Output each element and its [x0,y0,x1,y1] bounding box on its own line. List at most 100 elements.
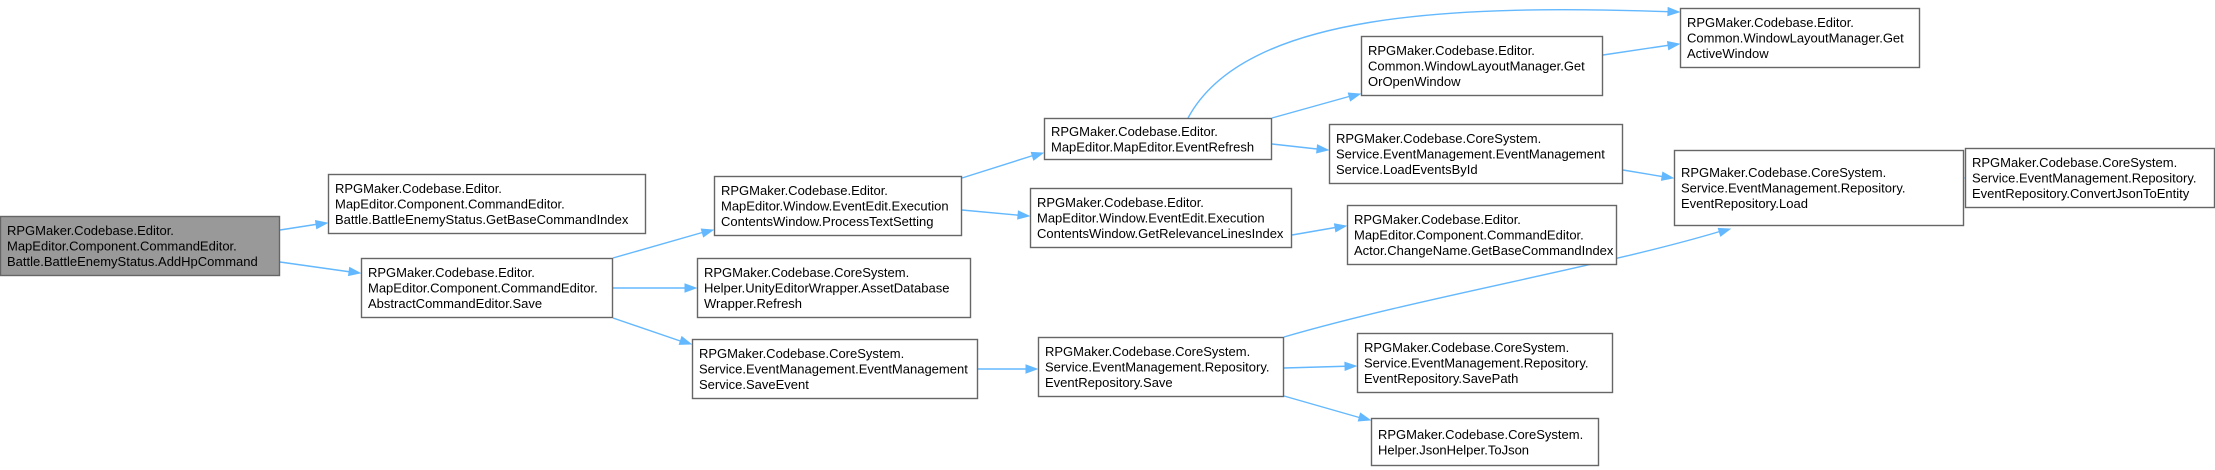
node-box [1328,123,1624,185]
arrowhead [1717,227,1732,237]
graph-node-n13[interactable]: RPGMaker.Codebase.CoreSystem.Helper.Json… [1370,417,1600,467]
node-box [1370,417,1600,467]
node-label-line: MapEditor.MapEditor.EventRefresh [1051,139,1254,154]
arrowhead [678,335,693,345]
node-box [1356,332,1614,394]
graph-node-n14[interactable]: RPGMaker.Codebase.Editor.Common.WindowLa… [1679,7,1921,69]
edge-line [1283,395,1369,421]
graph-node-n12[interactable]: RPGMaker.Codebase.CoreSystem.Service.Eve… [1356,332,1614,394]
node-box [1029,187,1293,249]
node-label-line: MapEditor.Window.EventEdit.Execution [721,199,949,214]
node-label-line: Battle.BattleEnemyStatus.GetBaseCommandI… [335,212,629,227]
node-label-line: MapEditor.Component.CommandEditor. [7,239,237,254]
graph-node-n15[interactable]: RPGMaker.Codebase.CoreSystem.Service.Eve… [1673,149,1965,227]
edge-line [1283,365,1355,369]
node-label-line: ContentsWindow.ProcessTextSetting [721,214,933,229]
graph-node-n10[interactable]: RPGMaker.Codebase.CoreSystem.Service.Eve… [1328,123,1624,185]
graph-node-n3[interactable]: RPGMaker.Codebase.Editor.MapEditor.Windo… [713,175,963,237]
node-label-line: MapEditor.Window.EventEdit.Execution [1037,211,1265,226]
node-box [1346,204,1618,266]
node-label-line: RPGMaker.Codebase.CoreSystem. [1972,155,2177,170]
node-box [1679,7,1921,69]
edge-n0-n1 [279,220,329,231]
edge-line [612,229,712,259]
edges-layer [279,6,1966,422]
node-box [713,175,963,237]
edge-n2-n4 [613,283,698,293]
node-label-line: RPGMaker.Codebase.Editor. [1354,212,1521,227]
node-box [1673,149,1965,227]
edge-line [1271,93,1359,119]
arrowhead [700,228,715,238]
node-box [1037,336,1285,398]
node-label-line: Service.EventManagement.Repository. [1045,360,1269,375]
node-label-line: MapEditor.Component.CommandEditor. [368,281,598,296]
node-label-line: OrOpenWindow [1368,74,1461,89]
arrowhead [1666,40,1681,51]
node-label-line: ContentsWindow.GetRelevanceLinesIndex [1037,226,1284,241]
graph-node-n1[interactable]: RPGMaker.Codebase.Editor.MapEditor.Compo… [327,173,647,235]
node-label-line: RPGMaker.Codebase.CoreSystem. [1681,165,1886,180]
arrowhead [1025,364,1039,374]
node-box [0,215,281,277]
node-label-line: RPGMaker.Codebase.CoreSystem. [1336,131,1541,146]
node-label-line: EventRepository.SavePath [1364,371,1518,386]
graph-node-n2[interactable]: RPGMaker.Codebase.Editor.MapEditor.Compo… [360,257,614,319]
node-label-line: Service.LoadEventsById [1336,162,1478,177]
node-label-line: EventRepository.Save [1045,375,1173,390]
node-box [1360,35,1604,97]
node-label-line: RPGMaker.Codebase.Editor. [721,183,888,198]
edge-n3-n6 [961,151,1045,179]
graph-node-n11[interactable]: RPGMaker.Codebase.Editor.MapEditor.Compo… [1346,204,1618,266]
edge-line [961,152,1042,179]
edge-n2-n3 [612,228,715,259]
node-label-line: RPGMaker.Codebase.CoreSystem. [1045,344,1250,359]
node-label-line: Service.EventManagement.EventManagement [699,362,968,377]
node-label-line: RPGMaker.Codebase.Editor. [335,181,502,196]
node-label-line: Battle.BattleEnemyStatus.AddHpCommand [7,254,258,269]
node-box [360,257,614,319]
arrowhead [1660,171,1675,181]
arrowhead [684,283,698,293]
graph-node-n7[interactable]: RPGMaker.Codebase.Editor.MapEditor.Windo… [1029,187,1293,249]
node-box [691,338,979,400]
edge-line [1187,9,1678,119]
edge-n6-n14 [1187,6,1681,119]
node-label-line: MapEditor.Component.CommandEditor. [1354,228,1584,243]
node-label-line: RPGMaker.Codebase.CoreSystem. [1364,340,1569,355]
arrowhead [314,220,329,230]
node-label-line: Service.EventManagement.Repository. [1681,181,1905,196]
nodes-layer: RPGMaker.Codebase.Editor.MapEditor.Compo… [0,7,2215,467]
node-label-line: AbstractCommandEditor.Save [368,296,542,311]
node-label-line: RPGMaker.Codebase.Editor. [1037,195,1204,210]
arrowhead [1344,361,1358,372]
node-label-line: MapEditor.Component.CommandEditor. [335,197,565,212]
edge-line [961,209,1028,217]
node-label-line: RPGMaker.Codebase.CoreSystem. [704,265,909,280]
node-label-line: Service.EventManagement.EventManagement [1336,147,1605,162]
edge-n8-n12 [1283,361,1358,372]
edge-n2-n5 [612,317,693,345]
node-box [1964,147,2215,209]
graph-node-n8[interactable]: RPGMaker.Codebase.CoreSystem.Service.Eve… [1037,336,1285,398]
node-label-line: Actor.ChangeName.GetBaseCommandIndex [1354,243,1614,258]
graph-node-n5[interactable]: RPGMaker.Codebase.CoreSystem.Service.Eve… [691,338,979,400]
node-box [327,173,647,235]
arrowhead [1357,412,1372,422]
arrowhead [347,266,362,277]
edge-n3-n7 [961,209,1031,220]
edge-n5-n8 [978,364,1039,374]
edge-line [1283,228,1729,338]
node-label-line: ActiveWindow [1687,46,1769,61]
graph-node-n9[interactable]: RPGMaker.Codebase.Editor.Common.WindowLa… [1360,35,1604,97]
node-label-line: Common.WindowLayoutManager.Get [1687,31,1904,46]
node-label-line: Service.EventManagement.Repository. [1972,171,2196,186]
node-label-line: Wrapper.Refresh [704,296,802,311]
edge-n8-n13 [1283,395,1372,422]
graph-node-n0[interactable]: RPGMaker.Codebase.Editor.MapEditor.Compo… [0,215,281,277]
edge-line [279,261,359,274]
graph-node-n6[interactable]: RPGMaker.Codebase.Editor.MapEditor.MapEd… [1043,117,1273,161]
graph-node-n16[interactable]: RPGMaker.Codebase.CoreSystem.Service.Eve… [1964,147,2215,209]
node-label-line: Helper.JsonHelper.ToJson [1378,442,1529,457]
graph-node-n4[interactable]: RPGMaker.Codebase.CoreSystem.Helper.Unit… [696,257,972,319]
